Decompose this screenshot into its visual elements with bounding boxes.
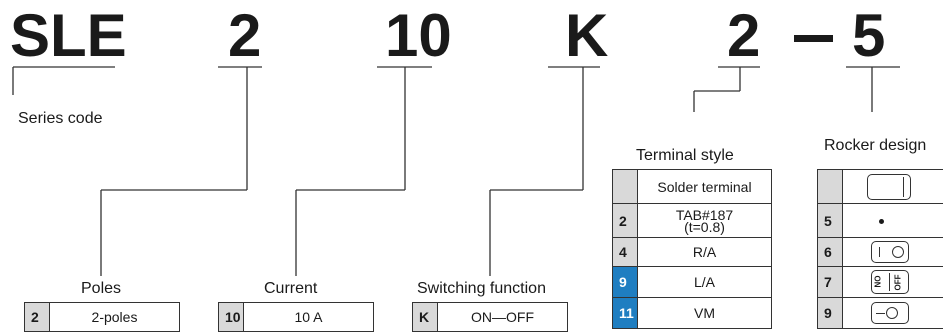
table-row: Solder terminal [613, 170, 772, 204]
terminal-style-table: Solder terminal 2 TAB#187 (t=0.8) 4 R/A … [612, 169, 772, 329]
table-row: 9 [818, 298, 943, 329]
option-value: ON—OFF [438, 303, 568, 332]
on-text: ON [873, 276, 882, 288]
rocker-on-off-icon: ON OFF [871, 270, 909, 294]
table-row: 5 [818, 204, 943, 238]
table-row: K ON—OFF [413, 303, 568, 332]
dot-icon [879, 219, 884, 224]
terminal-tab-thickness: (t=0.8) [638, 221, 771, 233]
option-value: VM [638, 298, 772, 329]
off-text: OFF [894, 275, 903, 291]
rocker-design-label: Rocker design [824, 137, 926, 155]
option-value: ON OFF [843, 267, 943, 298]
option-code: 6 [818, 238, 843, 267]
table-row: 4 R/A [613, 238, 772, 267]
option-code: 11 [613, 298, 638, 329]
switching-table: K ON—OFF [412, 302, 568, 332]
table-row: 7 ON OFF [818, 267, 943, 298]
option-value [843, 238, 943, 267]
rocker-dash-circle-icon [871, 302, 909, 324]
rocker-blank-icon [867, 174, 911, 200]
switching-function-label: Switching function [417, 280, 546, 298]
option-code: K [413, 303, 438, 332]
option-value [843, 298, 943, 329]
current-label: Current [264, 280, 317, 298]
option-code [613, 170, 638, 204]
table-row [818, 170, 943, 204]
option-value: Solder terminal [638, 170, 772, 204]
option-code: 2 [613, 204, 638, 238]
option-value: L/A [638, 267, 772, 298]
option-code: 10 [219, 303, 244, 332]
terminal-style-label: Terminal style [636, 147, 734, 165]
option-value: TAB#187 (t=0.8) [638, 204, 772, 238]
table-row: 10 10 A [219, 303, 374, 332]
option-code: 9 [818, 298, 843, 329]
option-code: 7 [818, 267, 843, 298]
option-code: 9 [613, 267, 638, 298]
option-code: 4 [613, 238, 638, 267]
current-table: 10 10 A [218, 302, 374, 332]
option-value: 2-poles [50, 303, 180, 332]
table-row: 6 [818, 238, 943, 267]
poles-label: Poles [81, 280, 121, 298]
table-row: 9 L/A [613, 267, 772, 298]
rocker-line-circle-icon [871, 241, 909, 263]
option-value [843, 204, 943, 238]
table-row: 2 2-poles [25, 303, 180, 332]
table-row: 11 VM [613, 298, 772, 329]
option-value: R/A [638, 238, 772, 267]
rocker-design-table: 5 6 7 ON OFF 9 [817, 169, 943, 329]
series-code-label: Series code [18, 110, 103, 128]
option-value: 10 A [244, 303, 374, 332]
option-code: 5 [818, 204, 843, 238]
option-code: 2 [25, 303, 50, 332]
option-code [818, 170, 843, 204]
poles-table: 2 2-poles [24, 302, 180, 332]
option-value [843, 170, 943, 204]
table-row: 2 TAB#187 (t=0.8) [613, 204, 772, 238]
